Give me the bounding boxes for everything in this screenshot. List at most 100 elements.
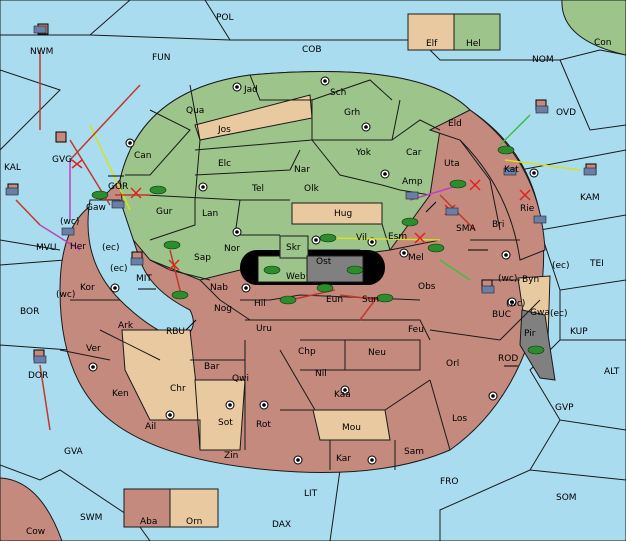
label-elf: Elf xyxy=(426,39,438,49)
region-skr xyxy=(279,235,309,259)
label-sun: Sun xyxy=(362,295,379,305)
label-ken: Ken xyxy=(112,389,129,399)
label-bar: Bar xyxy=(204,362,220,372)
label-tei: TEI xyxy=(589,259,604,269)
region-hel xyxy=(453,13,501,51)
label-wc-3: (wc) xyxy=(56,290,75,300)
label-sam: Sam xyxy=(404,447,424,457)
label-zin: Zin xyxy=(224,451,238,461)
label-wc-2: (wc) xyxy=(498,274,517,284)
units xyxy=(5,25,597,364)
label-amp: Amp xyxy=(402,177,423,187)
label-gwa: Gwa xyxy=(530,308,550,318)
label-hil: Hil xyxy=(254,299,266,309)
label-sch: Sch xyxy=(330,88,346,98)
label-qwi: Qwi xyxy=(232,374,249,384)
label-uta: Uta xyxy=(444,159,460,169)
label-car: Car xyxy=(406,148,422,158)
label-ec-2: (ec) xyxy=(552,261,570,271)
label-nwm: NWM xyxy=(30,47,53,57)
label-her: Her xyxy=(70,242,86,252)
label-ec-3: (ec) xyxy=(110,264,128,274)
label-chr: Chr xyxy=(170,384,186,394)
label-bri: Bri xyxy=(492,220,504,230)
label-ail: Ail xyxy=(145,422,156,432)
label-lan: Lan xyxy=(202,209,218,219)
label-mou: Mou xyxy=(342,423,361,433)
label-bor: BOR xyxy=(20,307,39,317)
label-byn: Byn xyxy=(522,275,539,285)
label-alt: ALT xyxy=(604,367,620,377)
label-ovd: OVD xyxy=(556,108,576,118)
label-som: SOM xyxy=(556,493,577,503)
label-nor: Nor xyxy=(224,244,240,254)
label-esm: Esm xyxy=(388,232,407,242)
label-dax: DAX xyxy=(272,520,291,530)
label-rie: Rie xyxy=(520,204,535,214)
label-mvu: MVU xyxy=(36,243,57,253)
label-orl: Orl xyxy=(446,359,459,369)
label-wc-4: (wc) xyxy=(506,299,525,309)
label-pir: Pir xyxy=(524,329,536,339)
label-rbu: RBU xyxy=(166,327,185,337)
label-fun: FUN xyxy=(152,53,171,63)
label-mel: Mel xyxy=(408,253,424,263)
label-chp: Chp xyxy=(298,347,316,357)
label-eun: Eun xyxy=(326,295,343,305)
label-yok: Yok xyxy=(355,148,372,158)
label-gvg: GVG xyxy=(52,155,72,165)
label-con: Con xyxy=(594,38,612,48)
label-jos: Jos xyxy=(217,125,231,135)
label-web: Web xyxy=(286,272,306,282)
label-kor: Kor xyxy=(80,283,95,293)
label-nar: Nar xyxy=(294,165,310,175)
label-mit: MIT xyxy=(136,274,152,284)
label-tel: Tel xyxy=(251,184,264,194)
label-orn: Orn xyxy=(186,517,202,527)
label-vil: Vil xyxy=(356,233,367,243)
label-kal: KAL xyxy=(4,163,21,173)
label-kat: Kat xyxy=(504,165,519,175)
label-grh: Grh xyxy=(344,108,360,118)
label-ark: Ark xyxy=(118,321,134,331)
label-qua: Qua xyxy=(186,106,204,116)
label-ver: Ver xyxy=(86,344,101,354)
region-labels: POL COB FUN NOM Con Elf Hel NWM KAL GVG … xyxy=(4,13,620,537)
label-kar: Kar xyxy=(336,454,351,464)
label-skr: Skr xyxy=(286,243,301,253)
label-pol: POL xyxy=(216,13,234,23)
label-buc: BUC xyxy=(492,310,511,320)
label-swm: SWM xyxy=(80,513,102,523)
label-ost: Ost xyxy=(316,257,332,267)
label-cob: COB xyxy=(302,45,322,55)
label-jad: Jad xyxy=(243,85,258,95)
region-elf xyxy=(407,13,455,51)
label-rot: Rot xyxy=(256,420,271,430)
label-nom: NOM xyxy=(532,55,554,65)
label-lit: LIT xyxy=(304,489,318,499)
label-gor: GOR xyxy=(108,182,128,192)
region-pir xyxy=(519,309,556,381)
region-orn xyxy=(169,488,219,528)
label-nab: Nab xyxy=(210,283,228,293)
label-nil: Nil xyxy=(315,369,327,379)
label-olk: Olk xyxy=(304,184,320,194)
supply-centers xyxy=(88,76,539,465)
province-borders xyxy=(59,74,541,470)
region-sot xyxy=(194,379,246,451)
label-hug: Hug xyxy=(334,209,352,219)
label-dor: DOR xyxy=(28,371,48,381)
label-gur: Gur xyxy=(156,207,173,217)
label-nog: Nog xyxy=(214,304,232,314)
label-kup: KUP xyxy=(570,327,588,337)
label-ec-1: (ec) xyxy=(102,243,120,253)
label-gvp: GVP xyxy=(555,403,574,413)
label-gva: GVA xyxy=(64,447,84,457)
label-sma: SMA xyxy=(456,224,476,234)
label-elc: Elc xyxy=(218,159,231,169)
movement-glyphs xyxy=(108,175,518,367)
label-kaa: Kaa xyxy=(334,390,351,400)
label-cow: Cow xyxy=(26,527,45,537)
label-hel: Hel xyxy=(466,39,481,49)
